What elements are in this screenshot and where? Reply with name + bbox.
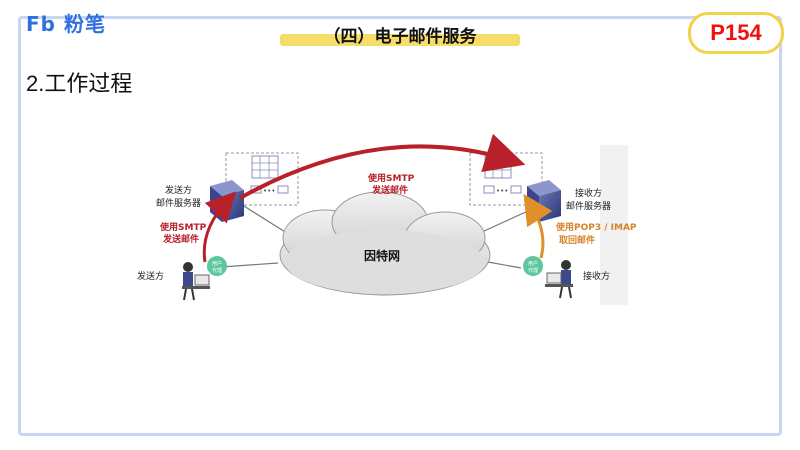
sender-server-label: 发送方邮件服务器	[156, 184, 201, 209]
diagram-bg-panel	[600, 145, 628, 305]
title-block: （四）电子邮件服务	[280, 22, 520, 48]
title-highlight	[280, 34, 520, 46]
pop-imap-arrow	[523, 193, 553, 259]
sender-label: 发送方	[137, 270, 164, 282]
svg-text:•••: •••	[496, 187, 508, 195]
svg-text:代理: 代理	[212, 267, 222, 274]
top-divider	[120, 16, 700, 19]
smtp-send-arrow	[202, 191, 237, 263]
receiver-user-agent: 用户 代理	[523, 256, 543, 276]
svg-text:用户: 用户	[528, 260, 538, 267]
receiver-person-icon	[545, 260, 573, 299]
cloud-label: 因特网	[364, 248, 400, 263]
svg-text:•••: •••	[263, 187, 275, 195]
receiver-label: 接收方	[583, 270, 610, 282]
svg-text:用户: 用户	[212, 260, 222, 267]
smtp-transfer-arrow	[239, 133, 526, 200]
receiver-server-icon	[527, 180, 561, 222]
receiver-server-label: 接收方邮件服务器	[566, 187, 611, 212]
section-heading: 2.工作过程	[26, 71, 133, 96]
internet-cloud	[279, 191, 491, 296]
sender-person-icon	[182, 262, 210, 301]
page-title: （四）电子邮件服务	[323, 27, 477, 47]
svg-text:代理: 代理	[528, 267, 538, 274]
brand-logo: Fb 粉笔	[26, 12, 106, 36]
sender-user-agent: 用户 代理	[207, 256, 227, 276]
page-number: P154	[710, 20, 762, 45]
page-number-badge: P154	[688, 12, 784, 54]
